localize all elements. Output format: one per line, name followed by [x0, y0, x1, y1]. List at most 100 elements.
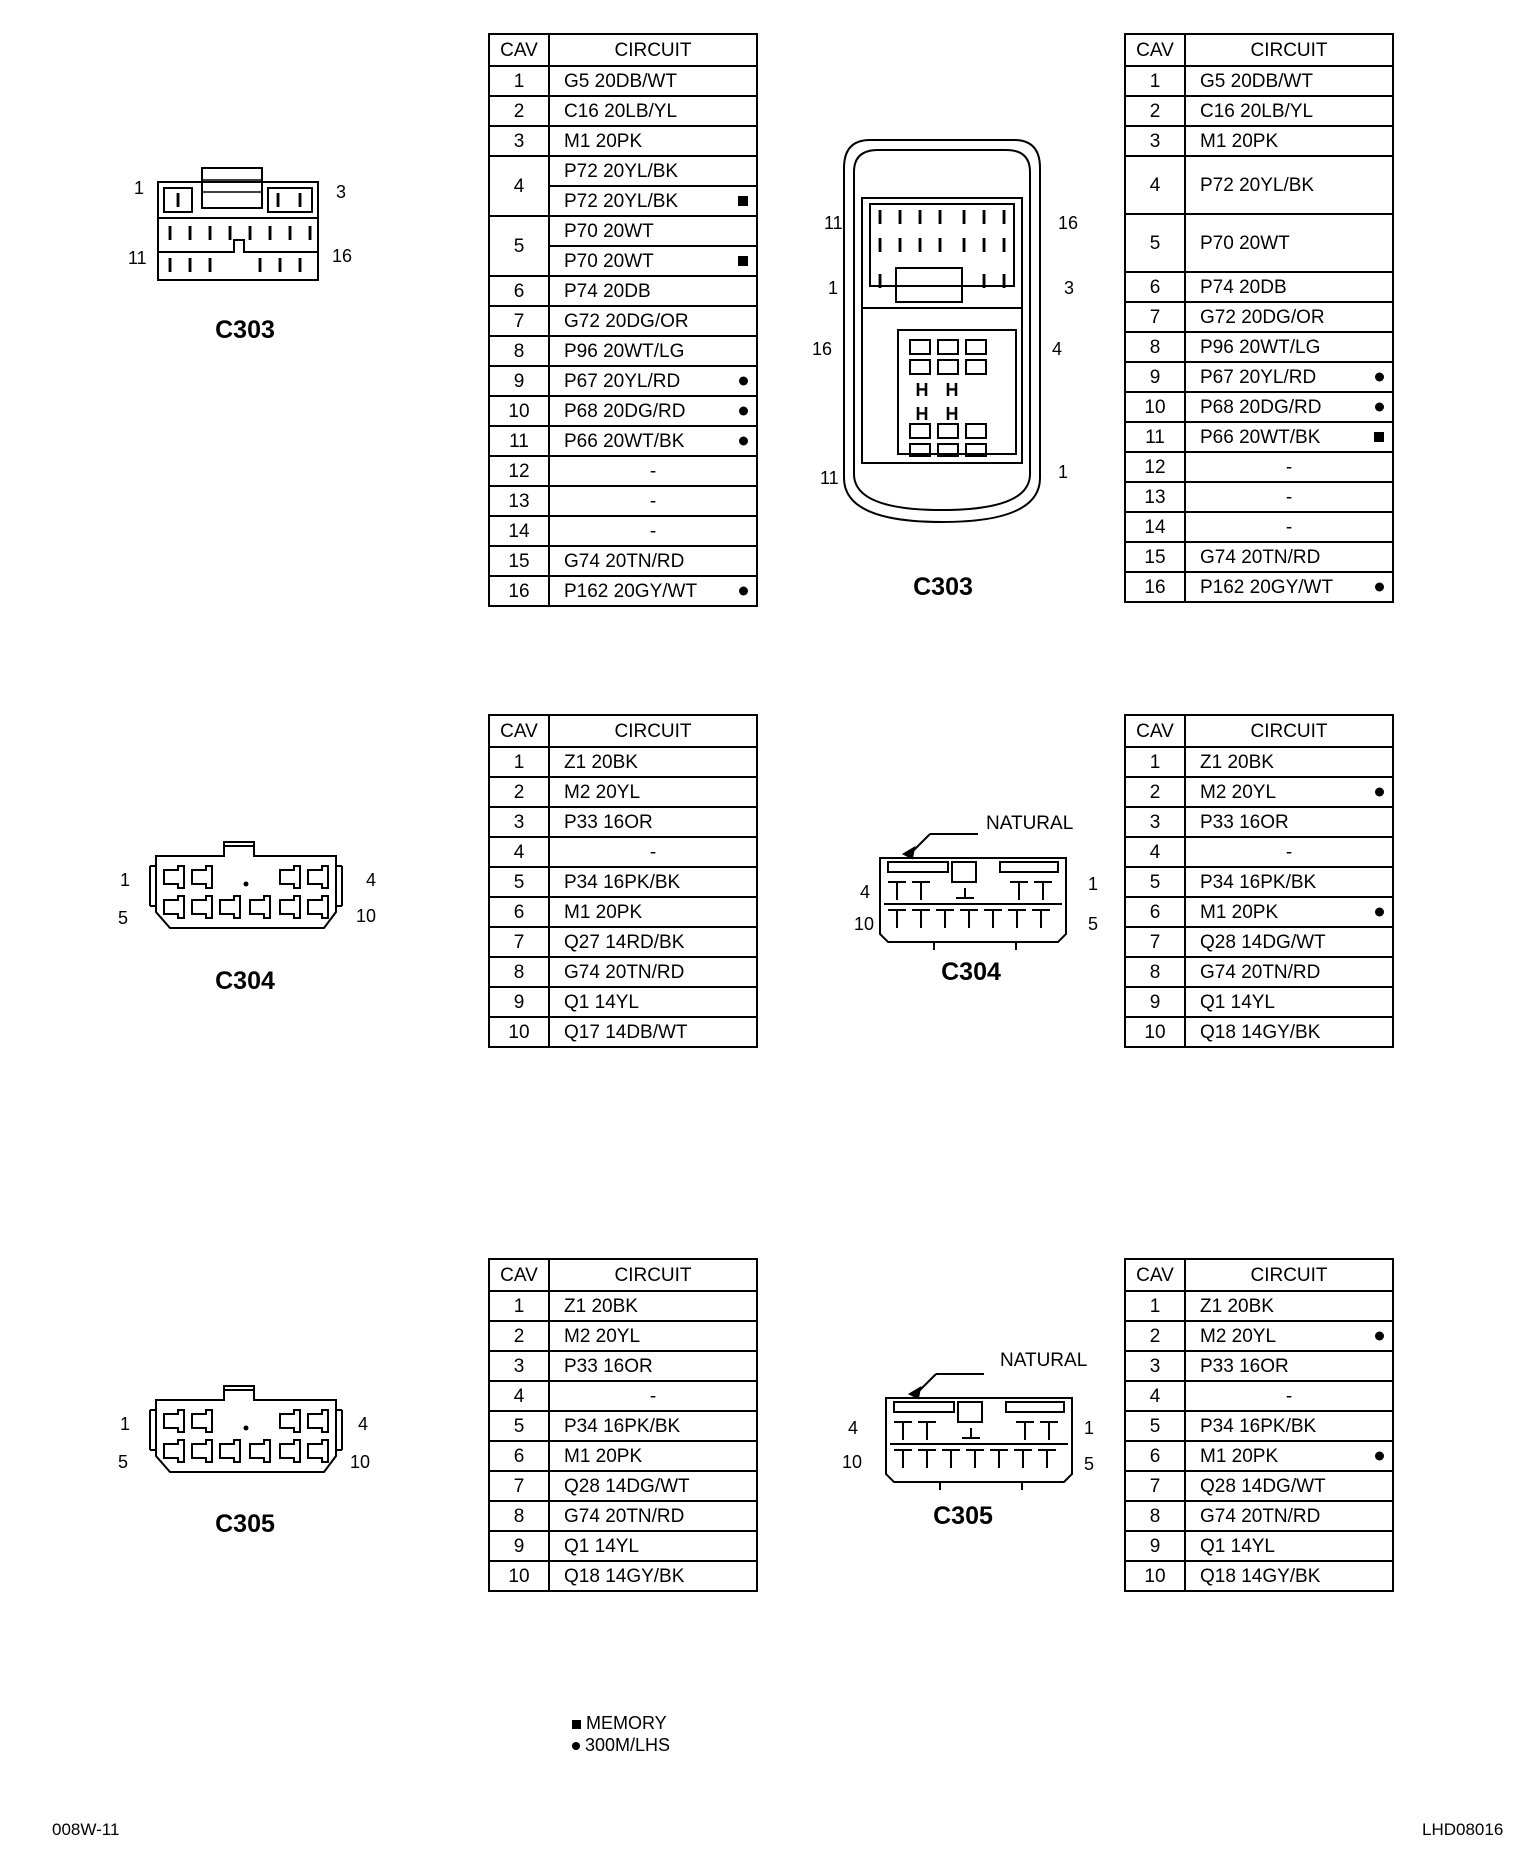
svg-text:H: H: [916, 380, 929, 400]
circuit-cell: -: [548, 1380, 758, 1412]
cav-cell: 4: [1124, 1380, 1186, 1412]
cav-cell: 7: [488, 305, 550, 337]
table-row: 4-: [488, 1380, 758, 1412]
cav-header: CAV: [1124, 714, 1186, 748]
cav-cell: 4: [1124, 836, 1186, 868]
cav-cell: 6: [488, 896, 550, 928]
c303-large-pin-4: 4: [1052, 339, 1063, 359]
c303-small-pin-3: 3: [336, 182, 347, 202]
cav-cell: 1: [488, 746, 550, 778]
table-row: P72 20YL/BK: [489, 185, 758, 217]
svg-text:I: I: [937, 207, 943, 229]
c304-left-connector-label: C304: [215, 967, 275, 995]
cav-cell: 10: [488, 1560, 550, 1592]
circuit-cell: Z1 20BK: [548, 746, 758, 778]
circuit-cell: M2 20YL: [548, 776, 758, 808]
c304-right-pin-5: 5: [1088, 914, 1099, 934]
circuit-cell: G5 20DB/WT: [1184, 65, 1394, 97]
circuit-cell: M1 20PK: [548, 125, 758, 157]
circuit-cell: Q1 14YL: [1184, 1530, 1394, 1562]
cav-cell: 2: [1124, 776, 1186, 808]
svg-text:I: I: [287, 223, 293, 245]
svg-text:I: I: [267, 223, 273, 245]
cav-cell: 10: [488, 1016, 550, 1048]
circuit-cell: Q18 14GY/BK: [1184, 1016, 1394, 1048]
cav-cell: 9: [1124, 1530, 1186, 1562]
svg-text:H: H: [946, 380, 959, 400]
c305-left-connector-drawing: [149, 1385, 343, 1473]
circuit-cell: P34 16PK/BK: [548, 866, 758, 898]
cav-cell: 9: [488, 1530, 550, 1562]
circuit-cell: P33 16OR: [1184, 1350, 1394, 1382]
circuit-cell: P96 20WT/LG: [1184, 331, 1394, 363]
cav-cell: 1: [1124, 65, 1186, 97]
circuit-cell: -: [548, 485, 758, 517]
footer-figure-code: LHD08016: [1422, 1820, 1504, 1839]
circuit-header: CIRCUIT: [1184, 33, 1394, 67]
c305-left-pin-10: 10: [350, 1452, 371, 1472]
svg-text:I: I: [877, 271, 883, 293]
circuit-cell: -: [1184, 511, 1394, 543]
300m-lhs-dot-icon: [1375, 907, 1384, 917]
circuit-cell: Z1 20BK: [548, 1290, 758, 1322]
circuit-cell: G5 20DB/WT: [548, 65, 758, 97]
300m-lhs-dot-icon: [739, 586, 748, 596]
svg-text:I: I: [961, 235, 967, 257]
cav-cell: 10: [1124, 1560, 1186, 1592]
circuit-cell: P70 20WT: [548, 245, 758, 277]
circuit-cell: G74 20TN/RD: [548, 1500, 758, 1532]
cav-cell: 8: [488, 1500, 550, 1532]
circuit-cell: -: [548, 515, 758, 547]
cav-cell: 5: [1124, 866, 1186, 898]
svg-text:I: I: [307, 223, 313, 245]
cav-cell: 16: [1124, 571, 1186, 603]
300m-lhs-dot-icon: [739, 436, 748, 446]
c303-small-pin-16: 16: [332, 246, 353, 266]
circuit-cell: -: [1184, 451, 1394, 483]
circuit-cell: P162 20GY/WT: [548, 575, 758, 607]
svg-text:I: I: [917, 235, 923, 257]
cav-cell: 1: [488, 1290, 550, 1322]
circuit-cell: Z1 20BK: [1184, 1290, 1394, 1322]
circuit-cell: Q18 14GY/BK: [548, 1560, 758, 1592]
cav-cell: 3: [1124, 806, 1186, 838]
c304-right-pin-10: 10: [854, 914, 875, 934]
c304-right-connector-drawing: [879, 833, 1067, 950]
cav-cell: 4: [488, 1380, 550, 1412]
c304-left-pin-10: 10: [356, 906, 377, 926]
circuit-cell: M1 20PK: [1184, 896, 1394, 928]
circuit-cell: G74 20TN/RD: [548, 956, 758, 988]
c303-left-connector-label: C303: [215, 316, 275, 344]
circuit-cell: Q18 14GY/BK: [1184, 1560, 1394, 1592]
table-row: 12-: [488, 455, 758, 487]
c304-left-pin-5: 5: [118, 908, 129, 928]
300m-lhs-dot-icon: [572, 1742, 580, 1751]
svg-text:I: I: [1001, 207, 1007, 229]
c303-large-pin-16-bottom: 16: [812, 339, 833, 359]
circuit-cell: M1 20PK: [1184, 125, 1394, 157]
svg-text:I: I: [187, 255, 193, 277]
